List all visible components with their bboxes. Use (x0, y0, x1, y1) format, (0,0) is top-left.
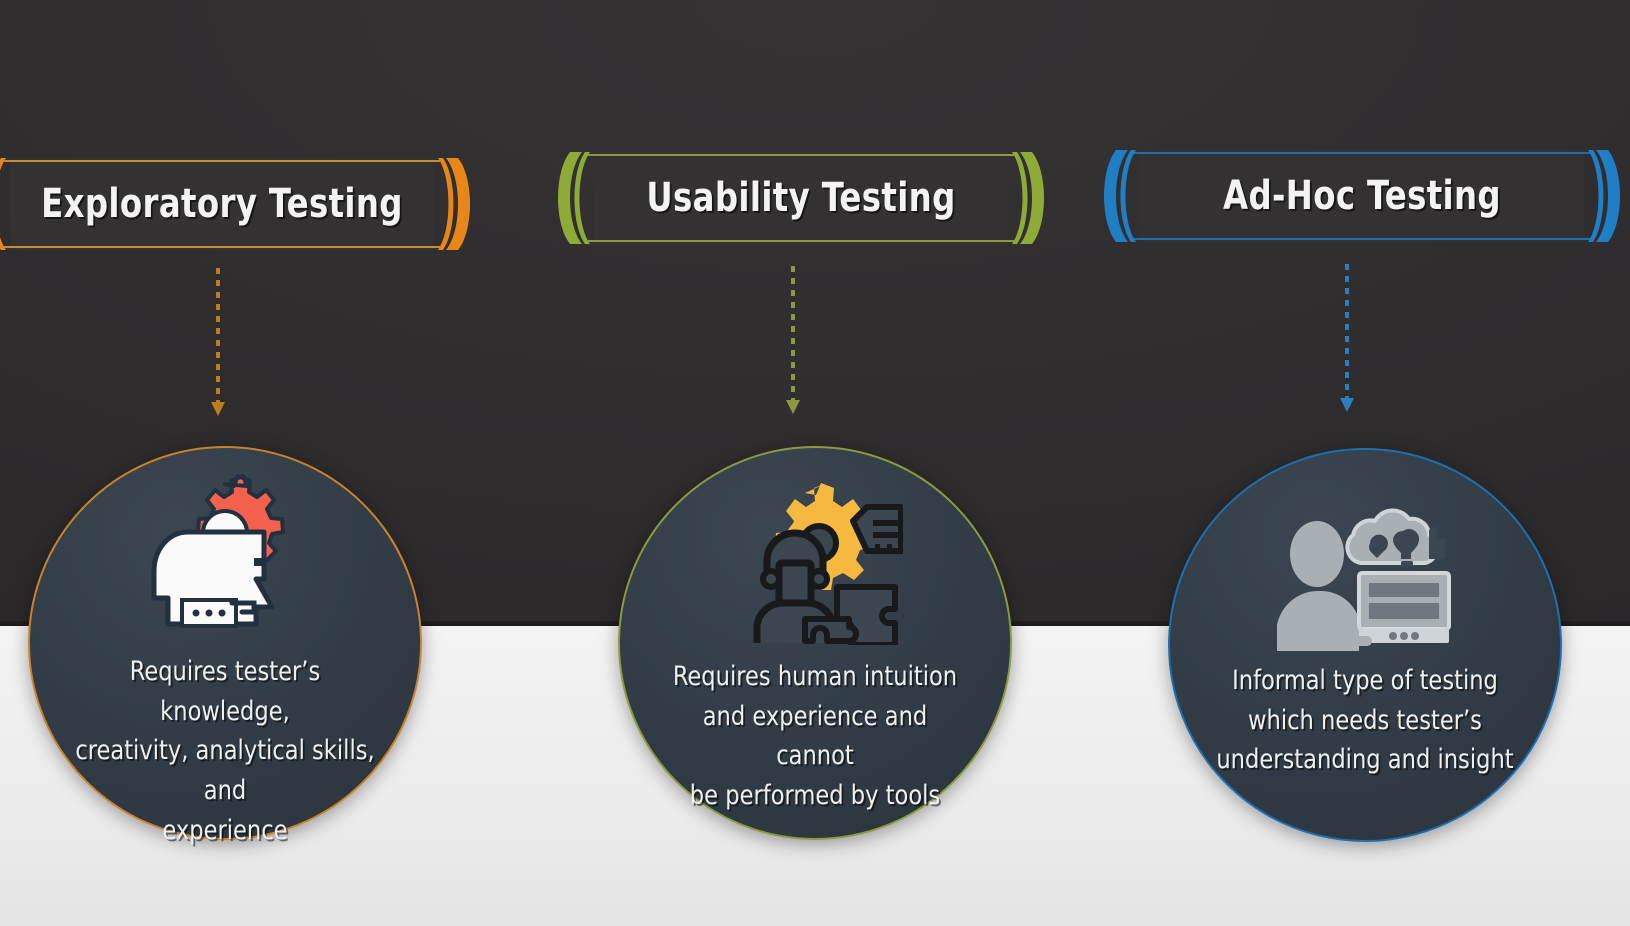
banner-rule-bottom (1134, 238, 1590, 240)
head-with-gear-icon (151, 474, 285, 628)
node-caption: Requires tester’s knowledge, creativity,… (75, 656, 375, 846)
banner-exploratory-testing[interactable]: Exploratory Testing (0, 158, 470, 250)
node-caption: Informal type of testing which needs tes… (1216, 665, 1514, 776)
connector-exploratory (210, 268, 226, 416)
icon-person-at-computer-wrap (1275, 476, 1455, 651)
node-caption: Requires human intuition and experience … (672, 661, 958, 812)
banner-ad-hoc-testing[interactable]: Ad-Hoc Testing (1104, 150, 1620, 242)
banner-ribbon-tail-right (1588, 150, 1620, 242)
person-gear-puzzle-icon (753, 483, 903, 645)
banner-plate (1140, 150, 1584, 242)
banner-usability-testing[interactable]: Usability Testing (558, 152, 1044, 244)
banner-title: Ad-Hoc Testing (1223, 173, 1501, 219)
connector-arrowhead-icon (786, 400, 800, 414)
banner-ribbon-tail-left (1104, 150, 1136, 242)
connector-adhoc (1339, 264, 1355, 412)
connector-dotted-line (791, 266, 795, 400)
person-at-computer-thought-cloud-icon (1277, 508, 1451, 651)
banner-rule-top (1134, 152, 1590, 154)
banner-rule-top (588, 154, 1014, 156)
banner-rule-bottom (4, 246, 440, 248)
banner-ribbon-tail-left (0, 158, 6, 250)
connector-dotted-line (1345, 264, 1349, 398)
connector-arrowhead-icon (1340, 398, 1354, 412)
banner-plate (594, 152, 1008, 244)
connector-usability (785, 266, 801, 414)
banner-plate (10, 158, 434, 250)
banner-rule-top (4, 160, 440, 162)
banner-ribbon-tail-right (438, 158, 470, 250)
connector-arrowhead-icon (211, 402, 225, 416)
node-ad-hoc-testing[interactable]: Informal type of testing which needs tes… (1168, 448, 1562, 842)
banner-title: Exploratory Testing (41, 181, 403, 227)
node-exploratory-testing[interactable]: Requires tester’s knowledge, creativity,… (28, 446, 422, 846)
banner-ribbon-tail-right (1012, 152, 1044, 244)
node-usability-testing[interactable]: Requires human intuition and experience … (618, 446, 1012, 840)
icon-person-gear-puzzle-wrap (727, 470, 903, 645)
banner-ribbon-tail-left (558, 152, 590, 244)
banner-title: Usability Testing (646, 175, 956, 221)
banner-rule-bottom (588, 240, 1014, 242)
icon-head-with-gear-wrap (136, 470, 314, 638)
connector-dotted-line (216, 268, 220, 402)
